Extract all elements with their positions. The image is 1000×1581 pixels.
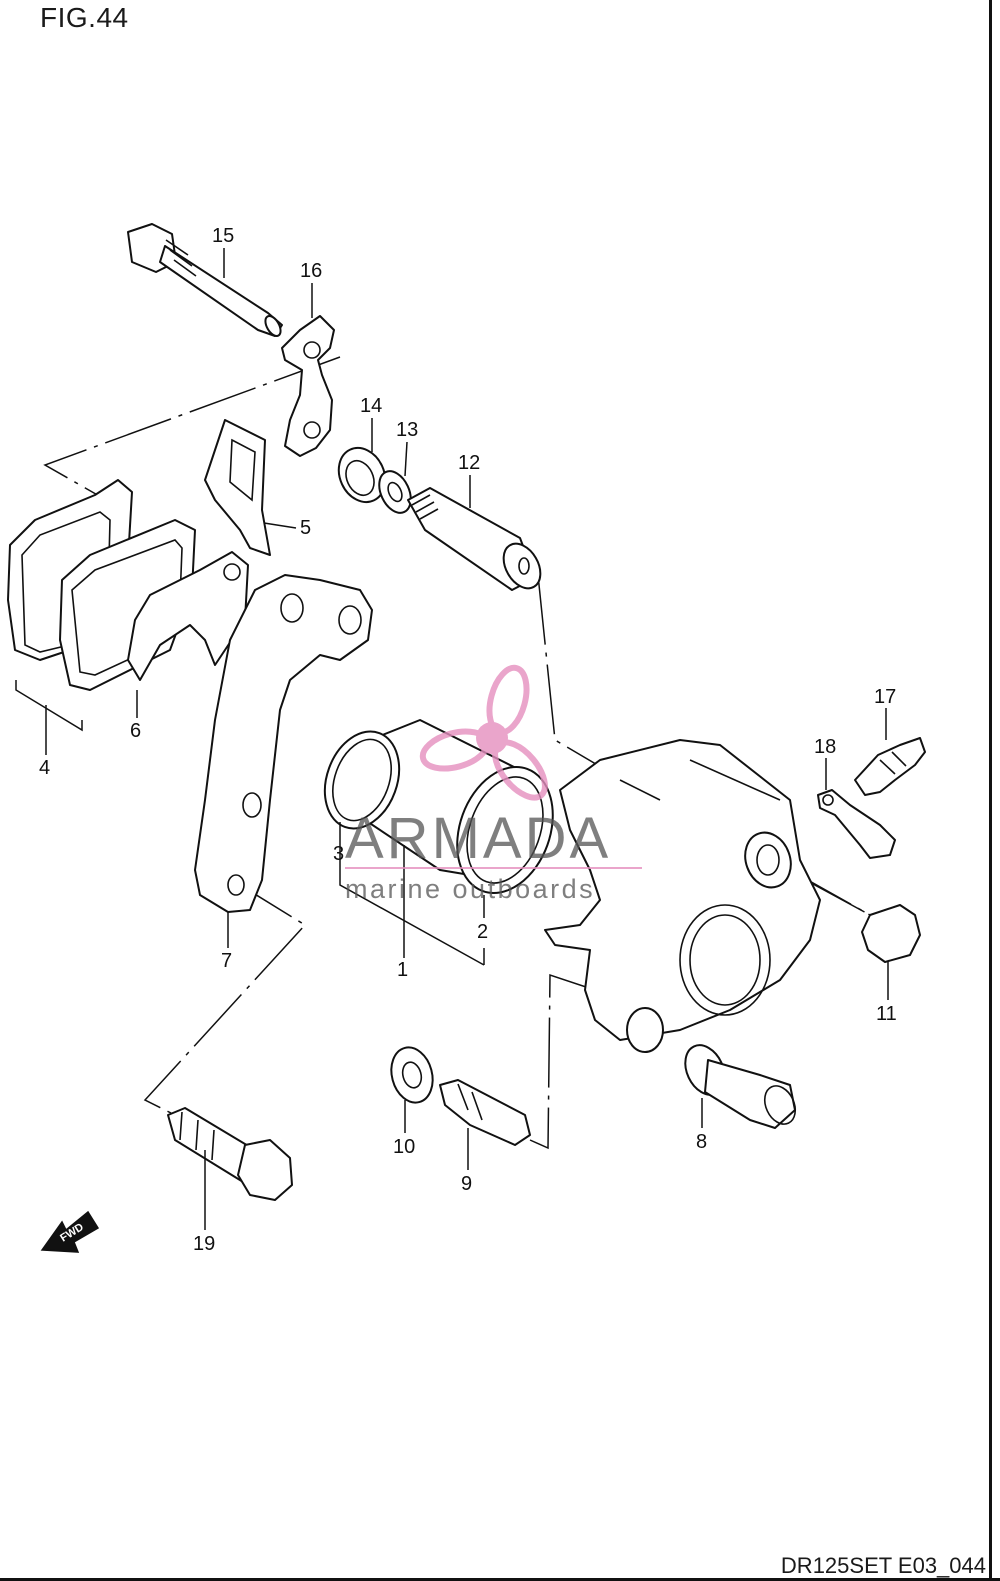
callout-2: 2 <box>477 921 488 943</box>
part-18-bleeder-cap[interactable] <box>817 789 896 859</box>
part-11-cap[interactable] <box>861 904 921 963</box>
part-13-washer[interactable] <box>373 466 417 518</box>
callout-15: 15 <box>212 225 234 247</box>
part-14-seal-ring[interactable] <box>330 440 394 509</box>
callout-labels: 15 16 14 13 12 5 4 6 7 3 2 1 11 17 18 8 … <box>39 225 897 1255</box>
part-19-mounting-bolt[interactable] <box>167 1107 293 1201</box>
callout-19: 19 <box>193 1233 215 1255</box>
figure-title: FIG.44 <box>40 2 129 33</box>
callout-13: 13 <box>396 419 418 441</box>
frame-bottom-border <box>0 1578 1000 1581</box>
callout-7: 7 <box>221 950 232 972</box>
propeller-icon <box>419 664 548 801</box>
callout-14: 14 <box>360 395 382 417</box>
part-8-pin-bolt[interactable] <box>678 1039 801 1129</box>
drawing-code: DR125SET E03_044 <box>780 1553 986 1578</box>
watermark-brand: ARMADA <box>345 806 611 871</box>
callout-4: 4 <box>39 757 50 779</box>
callout-11: 11 <box>876 1003 897 1025</box>
callout-16: 16 <box>300 260 322 282</box>
part-9-union-bolt[interactable] <box>439 1079 531 1146</box>
leader-lines <box>15 248 889 1230</box>
frame-right-border <box>989 0 992 1581</box>
callout-10: 10 <box>393 1136 415 1158</box>
part-6-shim[interactable] <box>127 551 249 681</box>
part-15-bolt[interactable] <box>127 223 284 339</box>
callout-5: 5 <box>300 517 311 539</box>
caliper-body[interactable] <box>544 739 821 1053</box>
armada-watermark-logo: ARMADA marine outboards <box>345 664 642 904</box>
part-4-brake-pads[interactable] <box>7 479 196 691</box>
callout-8: 8 <box>696 1131 707 1153</box>
part-5-pad-spring[interactable] <box>204 419 271 556</box>
part-17-bleeder-valve[interactable] <box>854 737 926 796</box>
callout-9: 9 <box>461 1173 472 1195</box>
watermark-tagline: marine outboards <box>345 874 595 904</box>
callout-3: 3 <box>333 843 344 865</box>
callout-18: 18 <box>814 736 836 758</box>
part-10-washer[interactable] <box>385 1043 438 1107</box>
callout-17: 17 <box>874 686 896 708</box>
part-7-bracket[interactable] <box>194 574 373 913</box>
callout-1: 1 <box>397 959 408 981</box>
fwd-arrow: FWD <box>40 1210 100 1253</box>
part-16-retainer-clip[interactable] <box>281 315 335 457</box>
callout-6: 6 <box>130 720 141 742</box>
callout-12: 12 <box>458 452 480 474</box>
part-12-pin[interactable] <box>407 487 548 595</box>
